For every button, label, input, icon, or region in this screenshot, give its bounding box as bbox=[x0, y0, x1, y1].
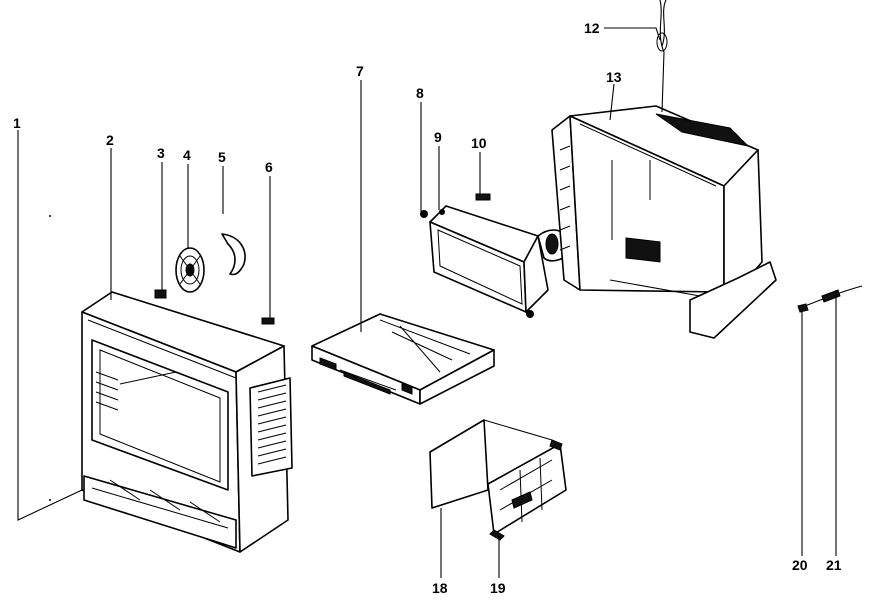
label-3: 3 bbox=[157, 145, 165, 161]
circuit-board bbox=[483, 419, 567, 541]
clip-part-small bbox=[261, 317, 275, 325]
label-5: 5 bbox=[218, 149, 226, 165]
label-13: 13 bbox=[606, 69, 622, 85]
label-12: 12 bbox=[584, 20, 600, 36]
label-10: 10 bbox=[471, 135, 487, 151]
callout-labels: 1 2 3 4 5 6 7 8 9 10 12 13 18 19 20 21 bbox=[13, 20, 842, 596]
label-19: 19 bbox=[490, 580, 506, 596]
label-9: 9 bbox=[434, 129, 442, 145]
insulator-sheet bbox=[429, 419, 489, 509]
bracket-part bbox=[221, 233, 246, 276]
label-1: 1 bbox=[13, 115, 21, 131]
power-cord bbox=[656, 0, 668, 113]
chassis-board bbox=[311, 313, 495, 405]
front-cabinet bbox=[81, 291, 293, 553]
leader-lines bbox=[17, 27, 837, 578]
label-2: 2 bbox=[106, 132, 114, 148]
cable-assembly bbox=[797, 285, 863, 313]
tube-bracket bbox=[475, 193, 491, 201]
clip-part bbox=[154, 289, 167, 299]
label-20: 20 bbox=[792, 557, 808, 573]
label-4: 4 bbox=[183, 147, 191, 163]
label-8: 8 bbox=[416, 85, 424, 101]
label-6: 6 bbox=[265, 159, 273, 175]
speaker-part bbox=[175, 247, 205, 293]
picture-tube bbox=[420, 205, 579, 318]
back-cover bbox=[551, 105, 777, 339]
label-21: 21 bbox=[826, 557, 842, 573]
label-18: 18 bbox=[432, 580, 448, 596]
label-7: 7 bbox=[356, 63, 364, 79]
